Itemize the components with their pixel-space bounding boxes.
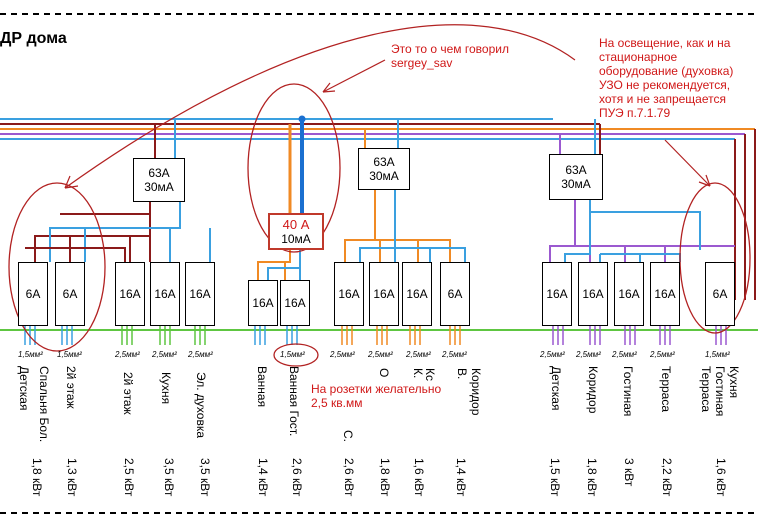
wire-size: 2,5мм²	[540, 350, 565, 359]
circuit-label: Кухня	[727, 366, 741, 399]
rcd-rating: 63А	[565, 163, 587, 177]
breaker-13: 16А	[578, 262, 608, 326]
arrow-curve-left	[64, 24, 576, 189]
wire-size: 1,5мм²	[280, 350, 305, 359]
circuit-label: 2й этаж	[64, 366, 78, 409]
rcd-4: 63А 30мА	[549, 154, 603, 200]
power-label: 2,6 кВт	[342, 458, 356, 497]
rcd-current: 10мА	[281, 231, 311, 246]
circuit-label: Ванная	[255, 366, 269, 408]
diagram-title: ДР дома	[0, 30, 67, 47]
circuit-label: В.	[455, 368, 469, 380]
rcd-rating: 40 А	[282, 216, 310, 232]
breaker-12: 16А	[542, 262, 572, 326]
breaker-5: 16А	[185, 262, 215, 326]
rcd-current: 30мА	[144, 180, 174, 194]
rcd-rating: 63А	[373, 155, 395, 169]
power-label: 3 кВт	[622, 458, 636, 487]
circuit-label: Эл. духовка	[194, 372, 208, 438]
wire-size: 2,5мм²	[612, 350, 637, 359]
wire-size: 1,5мм²	[18, 350, 43, 359]
arrow-sergey	[322, 59, 386, 93]
circuit-label: 2й этаж	[121, 372, 135, 415]
wire-size: 2,5мм²	[115, 350, 140, 359]
wire-size: 2,5мм²	[442, 350, 467, 359]
circuit-label: Терраса	[659, 366, 673, 413]
rcd-1: 63А 30мА	[133, 158, 185, 202]
breaker-1: 6А	[18, 262, 48, 326]
breaker-15: 16А	[650, 262, 680, 326]
circuit-label: К.	[411, 368, 425, 379]
breaker-9: 16А	[369, 262, 399, 326]
breaker-4: 16А	[150, 262, 180, 326]
breaker-6: 16А	[248, 280, 278, 326]
rcd-current: 30мА	[561, 177, 591, 191]
power-label: 3,5 кВт	[162, 458, 176, 497]
wire-size: 2,5мм²	[650, 350, 675, 359]
circuit-label: Терраса	[699, 366, 713, 413]
annotation-ellipse-left	[8, 182, 106, 352]
rcd-3: 63А 30мА	[358, 148, 410, 190]
circuit-label: О	[377, 368, 391, 378]
annotation-ellipse-wire	[273, 343, 319, 367]
circuit-label: Детская	[17, 366, 31, 411]
power-label: 1,3 кВт	[65, 458, 79, 497]
breaker-2: 6А	[55, 262, 85, 326]
wire-size: 2,5мм²	[330, 350, 355, 359]
wire-size: 2,5мм²	[368, 350, 393, 359]
circuit-label: Гостиная	[713, 366, 727, 417]
power-label: 1,6 кВт	[412, 458, 426, 497]
breaker-14: 16А	[614, 262, 644, 326]
wire-size: 2,5мм²	[152, 350, 177, 359]
power-label: 2,2 кВт	[660, 458, 674, 497]
circuit-label: Спальня Бол.	[37, 366, 51, 443]
rcd-current: 30мА	[369, 169, 399, 183]
wire-size: 2,5мм²	[188, 350, 213, 359]
power-label: 3,5 кВт	[198, 458, 212, 497]
power-label: 1,8 кВт	[30, 458, 44, 497]
note-sergey: Это то о чем говорил sergey_sav	[391, 42, 509, 70]
rcd-2: 40 А 10мА	[268, 213, 324, 250]
power-label: 1,8 кВт	[585, 458, 599, 497]
circuit-label: Кс	[423, 368, 437, 381]
power-label: 1,4 кВт	[256, 458, 270, 497]
note-lighting: На освещение, как и на стационарное обор…	[599, 36, 734, 120]
power-label: 2,6 кВт	[290, 458, 304, 497]
annotation-ellipse-right	[679, 182, 751, 334]
arrow-lighting	[664, 139, 711, 187]
power-label: 1,8 кВт	[378, 458, 392, 497]
power-label: 1,5 кВт	[548, 458, 562, 497]
breaker-11: 6А	[440, 262, 470, 326]
circuit-label: Ванная Гост.	[287, 366, 301, 437]
rcd-rating: 63А	[148, 166, 170, 180]
breaker-16: 6А	[705, 262, 735, 326]
circuit-label: Кухня	[159, 372, 173, 405]
power-label: 1,6 кВт	[714, 458, 728, 497]
breaker-10: 16А	[402, 262, 432, 326]
circuit-label: Детская	[549, 366, 563, 411]
power-label: 2,5 кВт	[122, 458, 136, 497]
circuit-label: Гостиная	[621, 366, 635, 417]
wire-size: 2,5мм²	[576, 350, 601, 359]
power-label: 1,4 кВт	[454, 458, 468, 497]
breaker-3: 16А	[115, 262, 145, 326]
breaker-7: 16А	[280, 280, 310, 326]
circuit-label: Коридор	[586, 366, 600, 414]
wire-size: 1,5мм²	[57, 350, 82, 359]
note-sockets: На розетки желательно 2,5 кв.мм	[311, 382, 442, 410]
breaker-8: 16А	[334, 262, 364, 326]
wire-size: 2,5мм²	[406, 350, 431, 359]
circuit-label: Коридор	[469, 368, 483, 416]
wire-size: 1,5мм²	[705, 350, 730, 359]
circuit-label: С.	[341, 430, 355, 442]
annotation-ellipse-rcd40	[247, 83, 341, 253]
